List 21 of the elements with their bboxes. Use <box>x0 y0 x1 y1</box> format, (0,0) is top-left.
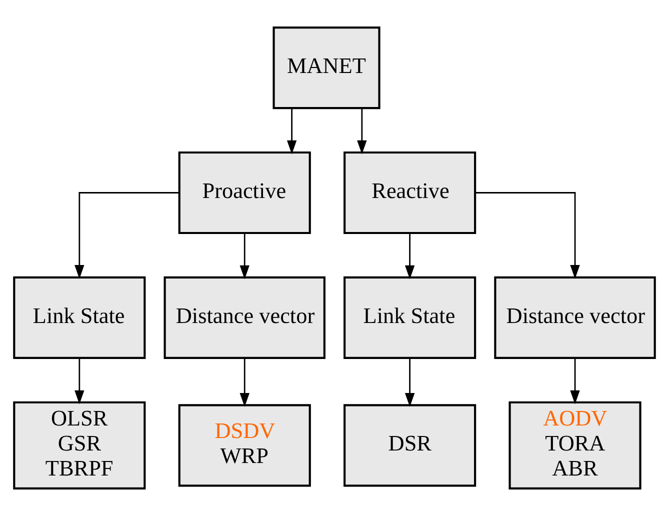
arrow <box>240 234 250 280</box>
arrow <box>357 108 367 154</box>
node-box: Proactive <box>178 151 311 234</box>
node-box: DSR <box>344 404 476 487</box>
node-box: AODV TORA ABR <box>508 401 642 490</box>
node-box: OLSR GSR TBRPF <box>13 401 146 490</box>
arrow <box>74 192 180 279</box>
node-box: Distance vector <box>494 276 656 359</box>
arrow <box>240 358 250 407</box>
node-box: DSDV WRP <box>178 404 311 487</box>
node-box: MANET <box>272 26 380 110</box>
node-box: Link State <box>344 276 476 359</box>
arrow <box>570 358 580 404</box>
node-box: Distance vector <box>164 276 326 359</box>
arrow <box>74 358 84 404</box>
arrow <box>404 234 415 280</box>
arrow <box>286 108 297 154</box>
node-box: Link State <box>13 276 146 359</box>
arrow <box>475 192 580 279</box>
node-box: Reactive <box>344 151 476 234</box>
arrow <box>404 358 415 407</box>
